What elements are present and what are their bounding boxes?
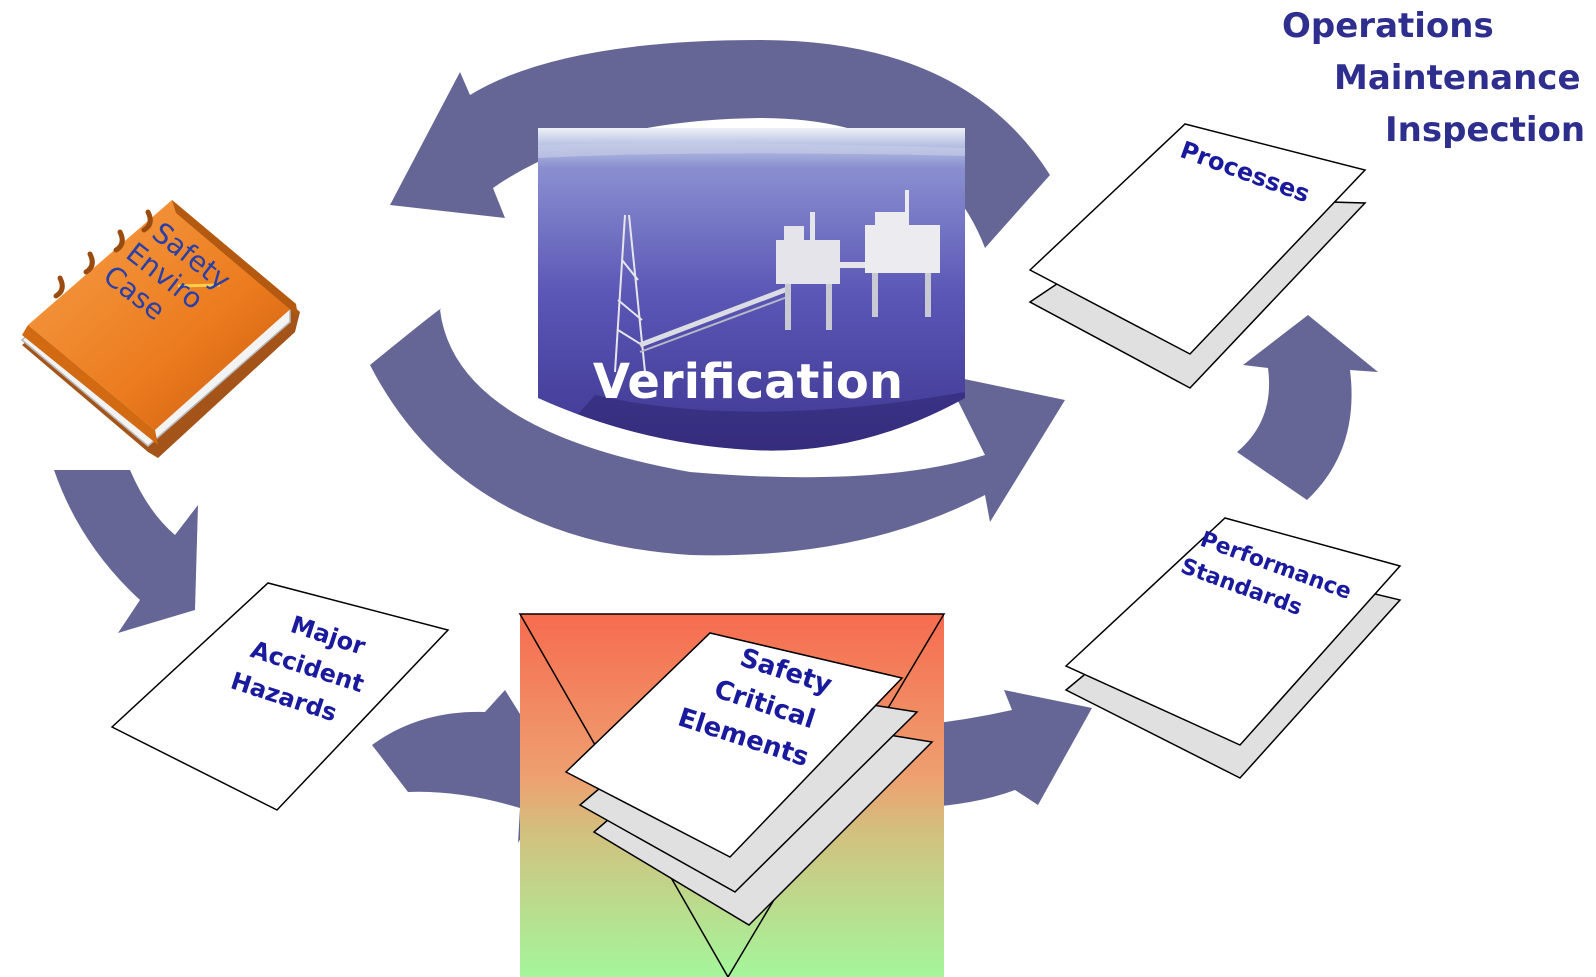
arrow-case-to-hazards: [54, 470, 198, 633]
operations-label: Operations: [1282, 6, 1494, 46]
flow-arrows: [54, 315, 1378, 843]
document-safety-critical-elements: Safety Critical Elements: [564, 632, 934, 926]
safety-enviro-case-book: Safety Enviro Case: [20, 200, 300, 458]
offshore-platform-photo: Verification: [538, 128, 965, 451]
lower-loop-arrow: [370, 308, 1065, 556]
document-performance-standards: Performance Standards: [1064, 517, 1402, 779]
inspection-label: Inspection: [1385, 110, 1586, 150]
maintenance-label: Maintenance: [1334, 58, 1581, 98]
arrow-sce-to-standards: [915, 690, 1092, 808]
upper-loop-arrow: [390, 40, 1050, 248]
arrow-hazards-to-sce: [372, 690, 558, 843]
verification-label: Verification: [593, 354, 903, 410]
verification-loop: [370, 40, 1065, 556]
arrow-standards-to-processes: [1237, 315, 1378, 500]
document-major-accident-hazards: Major Accident Hazards: [110, 582, 450, 811]
document-processes: Processes: [1028, 123, 1367, 389]
